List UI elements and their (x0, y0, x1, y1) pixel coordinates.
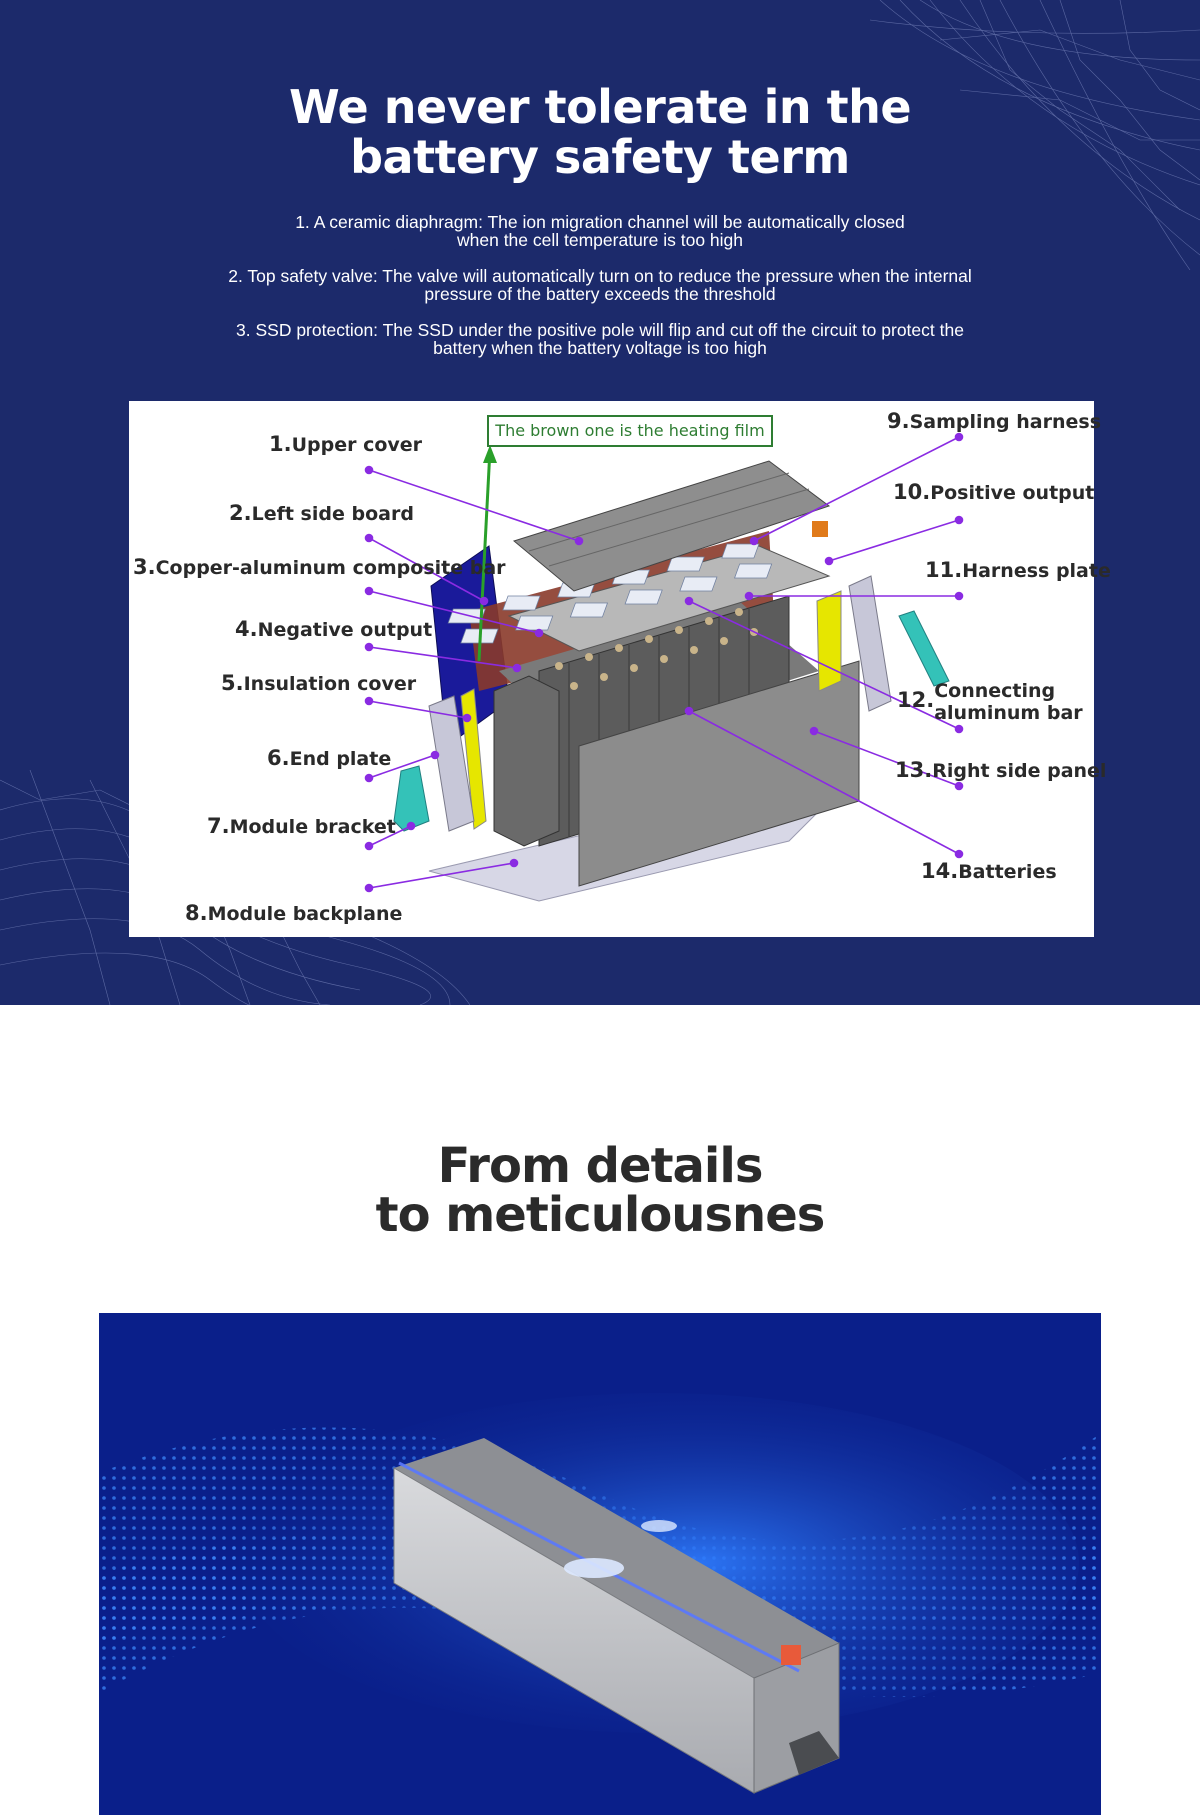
callout-number: 11. (925, 558, 963, 582)
safety-point-line: 2. Top safety valve: The valve will auto… (228, 266, 972, 286)
safety-title: We never tolerate in the battery safety … (200, 82, 1000, 182)
safety-point: 3. SSD protection: The SSD under the pos… (200, 321, 1000, 357)
callout-number: 2. (229, 501, 252, 525)
callout-left-side-board: 2.Left side board (229, 501, 414, 525)
callout-text: Harness plate (962, 560, 1111, 582)
callout-text: Module bracket (229, 816, 396, 838)
callout-end-plate: 6.End plate (267, 746, 391, 770)
callout-number: 14. (921, 859, 959, 883)
callout-batteries: 14.Batteries (921, 859, 1057, 883)
callout-text: Connecting (934, 680, 1056, 702)
callout-text: Sampling harness (909, 411, 1102, 433)
callout-harness-plate: 11.Harness plate (925, 558, 1111, 582)
battery-module-illustration (364, 432, 964, 902)
callout-negative-output: 4.Negative output (235, 617, 432, 641)
callout-number: 7. (207, 814, 230, 838)
callout-text: Left side board (251, 503, 414, 525)
callout-upper-cover: 1.Upper cover (269, 432, 422, 456)
callout-text: Insulation cover (243, 673, 417, 695)
callout-text: Upper cover (291, 434, 423, 456)
callout-number: 12. (897, 688, 935, 712)
callout-text: Negative output (257, 619, 433, 641)
safety-title-line-2: battery safety term (350, 130, 850, 184)
callout-number: 4. (235, 617, 258, 641)
safety-title-line-1: We never tolerate in the (288, 80, 912, 134)
callout-number: 13. (895, 758, 933, 782)
callout-number: 3. (133, 555, 156, 579)
battery-safety-section: We never tolerate in the battery safety … (0, 0, 1200, 1005)
safety-point-line: 3. SSD protection: The SSD under the pos… (236, 320, 964, 340)
callout-number: 6. (267, 746, 290, 770)
callout-number: 8. (185, 901, 208, 925)
callout-positive-output: 10.Positive output (893, 480, 1094, 504)
safety-point: 2. Top safety valve: The valve will auto… (200, 267, 1000, 303)
callout-number: 1. (269, 432, 292, 456)
safety-point-line: when the cell temperature is too high (457, 230, 743, 250)
callout-text: End plate (289, 748, 392, 770)
callout-text: Copper-aluminum composite bar (155, 557, 506, 579)
callout-number: 10. (893, 480, 931, 504)
heating-film-note: The brown one is the heating film (487, 415, 773, 447)
callout-text: Right side panel (932, 760, 1107, 782)
battery-module-exploded-diagram: The brown one is the heating film 1.Uppe… (129, 401, 1111, 937)
safety-point-line: 1. A ceramic diaphragm: The ion migratio… (295, 212, 905, 232)
safety-point-line: pressure of the battery exceeds the thre… (424, 284, 776, 304)
callout-number: 9. (887, 409, 910, 433)
callout-sampling-harness: 9.Sampling harness (887, 409, 1101, 433)
callout-right-side-panel: 13.Right side panel (895, 758, 1106, 782)
callout-text: Batteries (958, 861, 1057, 883)
callout-text: Module backplane (207, 903, 403, 925)
callout-module-bracket: 7.Module bracket (207, 814, 396, 838)
battery-module-render (99, 1313, 1101, 1815)
details-title-line-2: to meticulousnes (375, 1187, 826, 1243)
safety-point-line: battery when the battery voltage is too … (433, 338, 767, 358)
callout-text: Positive output (930, 482, 1095, 504)
callout-module-backplane: 8.Module backplane (185, 901, 402, 925)
safety-point: 1. A ceramic diaphragm: The ion migratio… (200, 213, 1000, 249)
battery-module-product-image (99, 1313, 1101, 1815)
callout-insulation-cover: 5.Insulation cover (221, 671, 416, 695)
callout-text-line-2: aluminum bar (934, 702, 1083, 724)
details-title: From details to meticulousnes (200, 1142, 1000, 1240)
callout-number: 5. (221, 671, 244, 695)
details-title-line-1: From details (437, 1138, 764, 1194)
callout-copper-aluminum-composite-bar: 3.Copper-aluminum composite bar (133, 555, 506, 579)
safety-features-list: 1. A ceramic diaphragm: The ion migratio… (200, 213, 1000, 375)
